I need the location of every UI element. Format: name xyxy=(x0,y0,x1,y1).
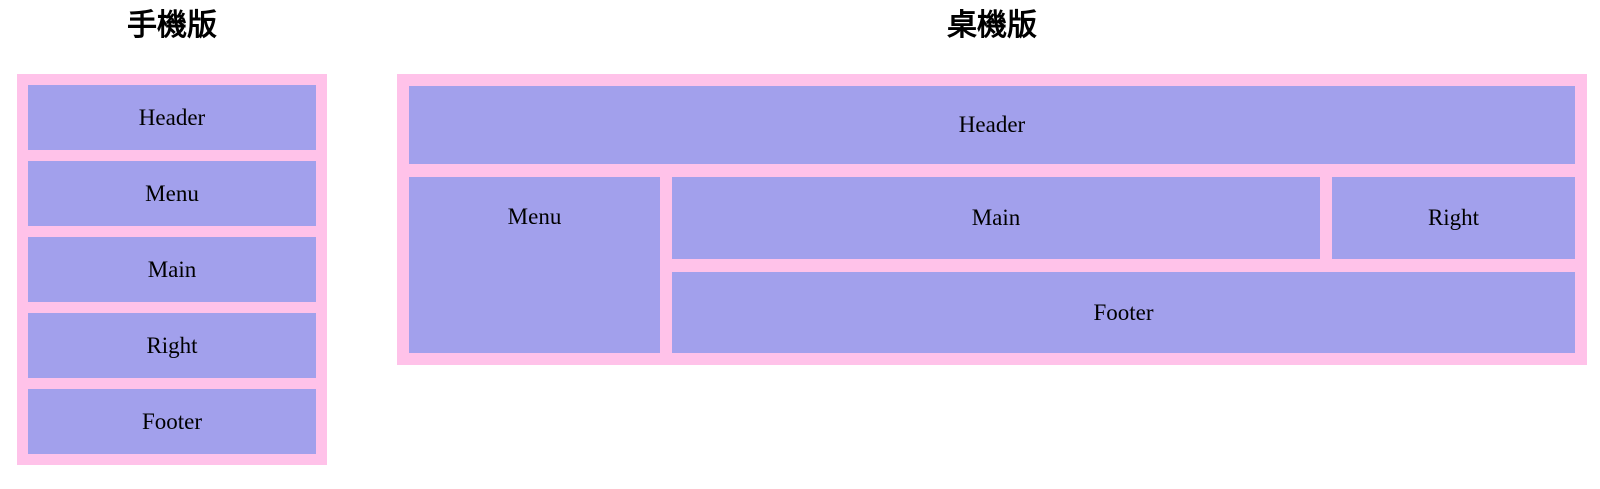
mobile-footer-box: Footer xyxy=(28,389,316,454)
desktop-right-box: Right xyxy=(1332,177,1575,259)
desktop-main-box: Main xyxy=(672,177,1320,259)
desktop-footer-box: Footer xyxy=(672,272,1575,353)
desktop-layout-container: Header Menu Main Right Footer xyxy=(397,74,1587,365)
mobile-right-box: Right xyxy=(28,313,316,378)
desktop-header-box: Header xyxy=(409,86,1575,164)
desktop-version-panel: 桌機版 Header Menu Main Right Footer xyxy=(397,6,1587,365)
desktop-menu-box: Menu xyxy=(409,177,660,353)
mobile-header-box: Header xyxy=(28,85,316,150)
mobile-layout-container: Header Menu Main Right Footer xyxy=(17,74,327,465)
mobile-version-title: 手機版 xyxy=(127,9,217,42)
mobile-menu-box: Menu xyxy=(28,161,316,226)
mobile-version-panel: 手機版 Header Menu Main Right Footer xyxy=(17,6,327,465)
mobile-main-box: Main xyxy=(28,237,316,302)
desktop-version-title: 桌機版 xyxy=(947,9,1037,42)
